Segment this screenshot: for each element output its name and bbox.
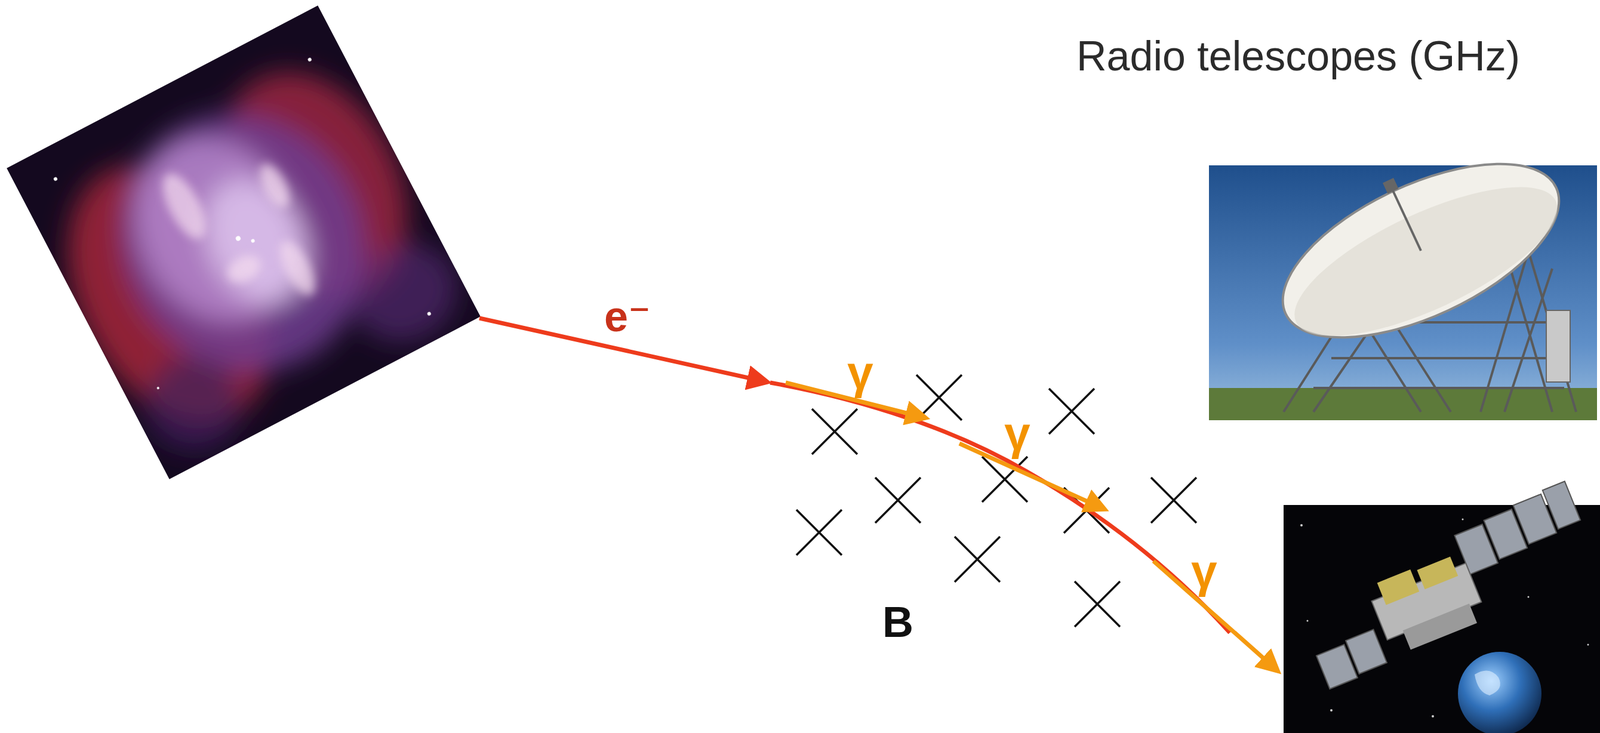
particle-label: e⁻ — [604, 294, 651, 338]
satellite-photo — [1283, 481, 1600, 733]
nebula-image — [3, 5, 481, 481]
field-crosses — [796, 374, 1197, 627]
photon-label: γ — [1004, 410, 1030, 457]
field-label: B — [882, 600, 914, 644]
instrument-label: Radio telescopes (GHz) — [1076, 35, 1520, 78]
photon-label: γ — [1191, 548, 1217, 595]
photon-label: γ — [847, 349, 873, 396]
electron-path — [479, 318, 1230, 633]
radio-telescope-photo — [1208, 117, 1598, 421]
photon-arrows — [785, 382, 1278, 672]
